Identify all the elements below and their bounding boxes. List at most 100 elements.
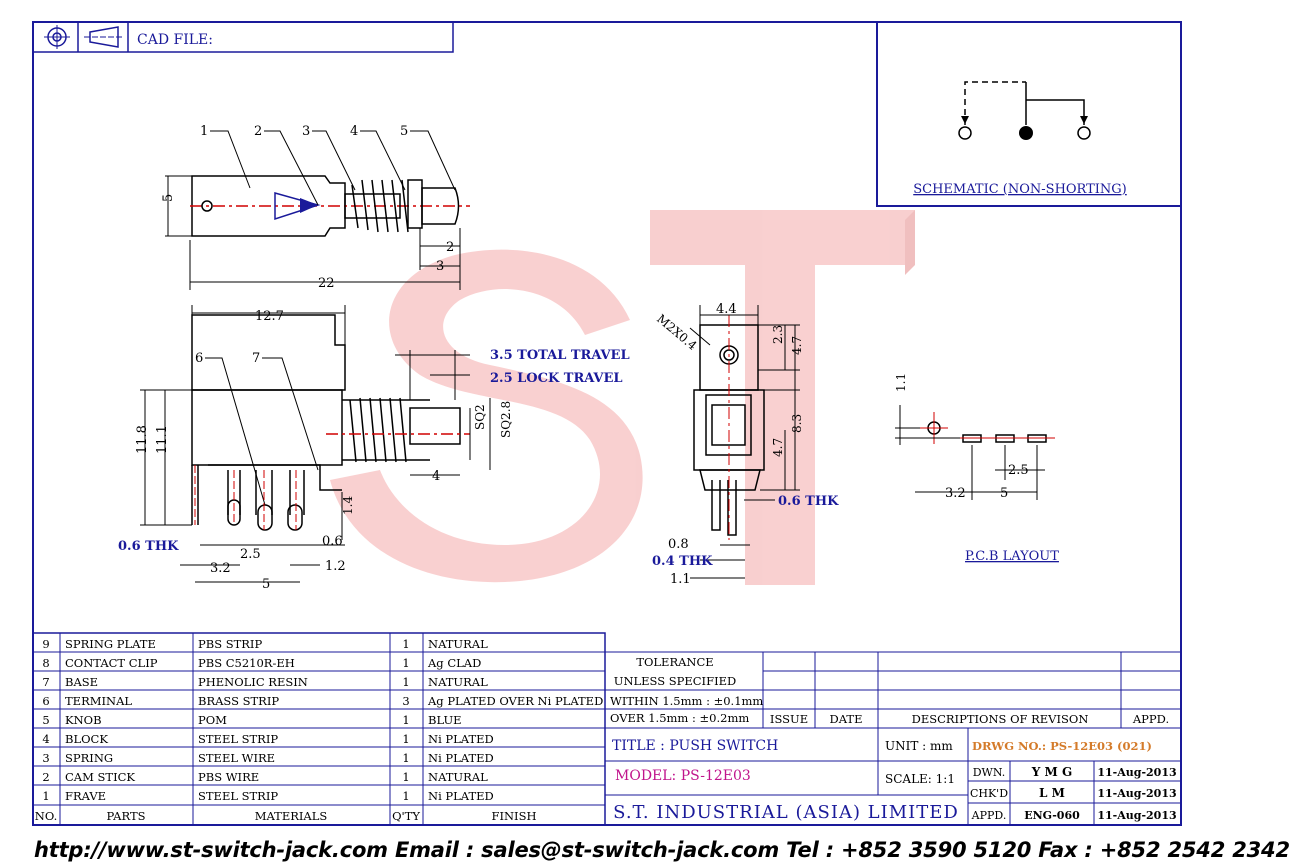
cad-file-label: CAD FILE: (137, 32, 213, 48)
bom-cell-finish: NATURAL (428, 675, 488, 689)
model-text: MODEL: PS-12E03 (615, 768, 751, 784)
dim-lock-travel: 2.5 LOCK TRAVEL (490, 371, 623, 386)
unit-text: UNIT : mm (885, 739, 953, 753)
side-view (191, 314, 470, 531)
dim-side-5: 5 (262, 577, 270, 592)
dim-side-3-2: 3.2 (210, 561, 231, 576)
callout-4: 4 (350, 124, 358, 139)
tolerance-line3: WITHIN 1.5mm : ±0.1mm (610, 694, 763, 708)
appd-date: 11-Aug-2013 (1097, 809, 1176, 822)
bom-cell-part: FRAVE (65, 789, 106, 803)
top-view-dims (167, 176, 461, 290)
dim-top-height: 5 (161, 194, 176, 202)
bom-cell-no: 9 (42, 637, 49, 651)
bom-cell-mat: PBS C5210R-EH (198, 656, 295, 670)
bom-cell-no: 1 (42, 789, 49, 803)
dim-top-2: 2 (446, 240, 454, 255)
callout-7: 7 (252, 351, 260, 366)
pcb-layout (895, 405, 1055, 500)
bom-cell-part: CONTACT CLIP (65, 656, 158, 670)
dim-side-thk: 0.6 THK (118, 539, 179, 554)
callout-2: 2 (254, 124, 262, 139)
bom-cell-no: 8 (42, 656, 49, 670)
bom-cell-qty: 1 (402, 770, 409, 784)
bom-header-materials: MATERIALS (255, 809, 328, 823)
revision-appd: APPD. (1132, 712, 1169, 726)
bom-cell-finish: Ni PLATED (428, 751, 494, 765)
callout-leaders (205, 130, 456, 506)
bom-cell-no: 6 (42, 694, 49, 708)
bom-header-no: NO. (35, 809, 57, 823)
bom-cell-no: 5 (42, 713, 49, 727)
bom-header-parts: PARTS (107, 809, 146, 823)
projection-cone-icon (84, 26, 124, 48)
title-text: TITLE : PUSH SWITCH (612, 738, 778, 754)
bom-cell-finish: Ni PLATED (428, 732, 494, 746)
dim-side-0-6: 0.6 (322, 534, 343, 549)
schematic-label: SCHEMATIC (NON-SHORTING) (913, 182, 1127, 197)
dim-end-2-3: 2.3 (771, 325, 785, 344)
bom-cell-part: TERMINAL (65, 694, 132, 708)
chk-name: L M (1039, 786, 1065, 800)
bom-cell-no: 7 (42, 675, 49, 689)
bom-header-qty: Q'TY (392, 809, 420, 823)
company-name: S.T. INDUSTRIAL (ASIA) LIMITED (613, 802, 959, 823)
tolerance-line1: TOLERANCE (636, 655, 713, 669)
bom-cell-part: SPRING (65, 751, 113, 765)
dim-sq2: SQ2 (473, 404, 487, 430)
bom-cell-qty: 1 (402, 637, 409, 651)
drawing-number: DRWG NO.: PS-12E03 (021) (972, 739, 1152, 753)
dim-end-8-3: 8.3 (790, 414, 804, 433)
bom-cell-part: BASE (65, 675, 98, 689)
bom-cell-mat: BRASS STRIP (198, 694, 279, 708)
bom-cell-qty: 1 (402, 789, 409, 803)
revision-date: DATE (830, 712, 863, 726)
bom-cell-qty: 1 (402, 656, 409, 670)
dim-total-travel: 3.5 TOTAL TRAVEL (490, 348, 630, 363)
bom-cell-no: 2 (42, 770, 49, 784)
pcb-layout-label: P.C.B LAYOUT (965, 549, 1059, 564)
top-view (165, 175, 470, 237)
dim-end-0-8: 0.8 (668, 537, 689, 552)
dim-end-thread: M2X0.4 (654, 312, 700, 354)
bom-cell-finish: Ag PLATED OVER Ni PLATED (427, 694, 603, 708)
dim-end-thk-0-4: 0.4 THK (652, 554, 713, 569)
bom-cell-qty: 3 (402, 694, 409, 708)
end-view-dims (689, 305, 800, 579)
dim-side-1-2: 1.2 (325, 559, 346, 574)
tolerance-line2: UNLESS SPECIFIED (614, 674, 737, 688)
bom-cell-mat: PBS STRIP (198, 637, 262, 651)
st-watermark (330, 210, 915, 585)
dim-pcb-3-2: 3.2 (945, 486, 966, 501)
cad-header: CAD FILE: (32, 21, 454, 53)
title-block-lines (605, 651, 1181, 825)
bom-cell-mat: STEEL STRIP (198, 732, 278, 746)
bom-cell-mat: PBS WIRE (198, 770, 259, 784)
callout-1: 1 (200, 124, 208, 139)
bom-cell-finish: Ag CLAD (427, 656, 481, 670)
revision-desc: DESCRIPTIONS OF REVISON (912, 712, 1089, 726)
bom-cell-part: BLOCK (65, 732, 108, 746)
dwn-date: 11-Aug-2013 (1097, 766, 1176, 779)
title-block: TITLE : PUSH SWITCH UNIT : mm DRWG NO.: … (612, 738, 1177, 823)
dim-side-4: 4 (432, 469, 440, 484)
dim-end-4-4: 4.4 (716, 302, 737, 317)
callout-3: 3 (302, 124, 310, 139)
bom-cell-qty: 1 (402, 675, 409, 689)
bom-cell-part: CAM STICK (65, 770, 135, 784)
dim-end-1-1: 1.1 (670, 572, 691, 587)
bom-cell-qty: 1 (402, 713, 409, 727)
bom-cell-qty: 1 (402, 732, 409, 746)
dim-end-thk: 0.6 THK (778, 494, 839, 509)
tolerance-line4: OVER 1.5mm : ±0.2mm (610, 711, 749, 725)
bom-header-finish: FINISH (491, 809, 536, 823)
dim-side-12-7: 12.7 (255, 309, 284, 324)
scale-text: SCALE: 1:1 (885, 772, 955, 786)
bom-cell-no: 3 (42, 751, 49, 765)
bom-cell-mat: STEEL WIRE (198, 751, 275, 765)
bom-header-row: NO. PARTS MATERIALS Q'TY FINISH (35, 809, 537, 823)
bom-cell-mat: PHENOLIC RESIN (198, 675, 308, 689)
end-view (693, 315, 765, 540)
bom-table (32, 632, 606, 826)
